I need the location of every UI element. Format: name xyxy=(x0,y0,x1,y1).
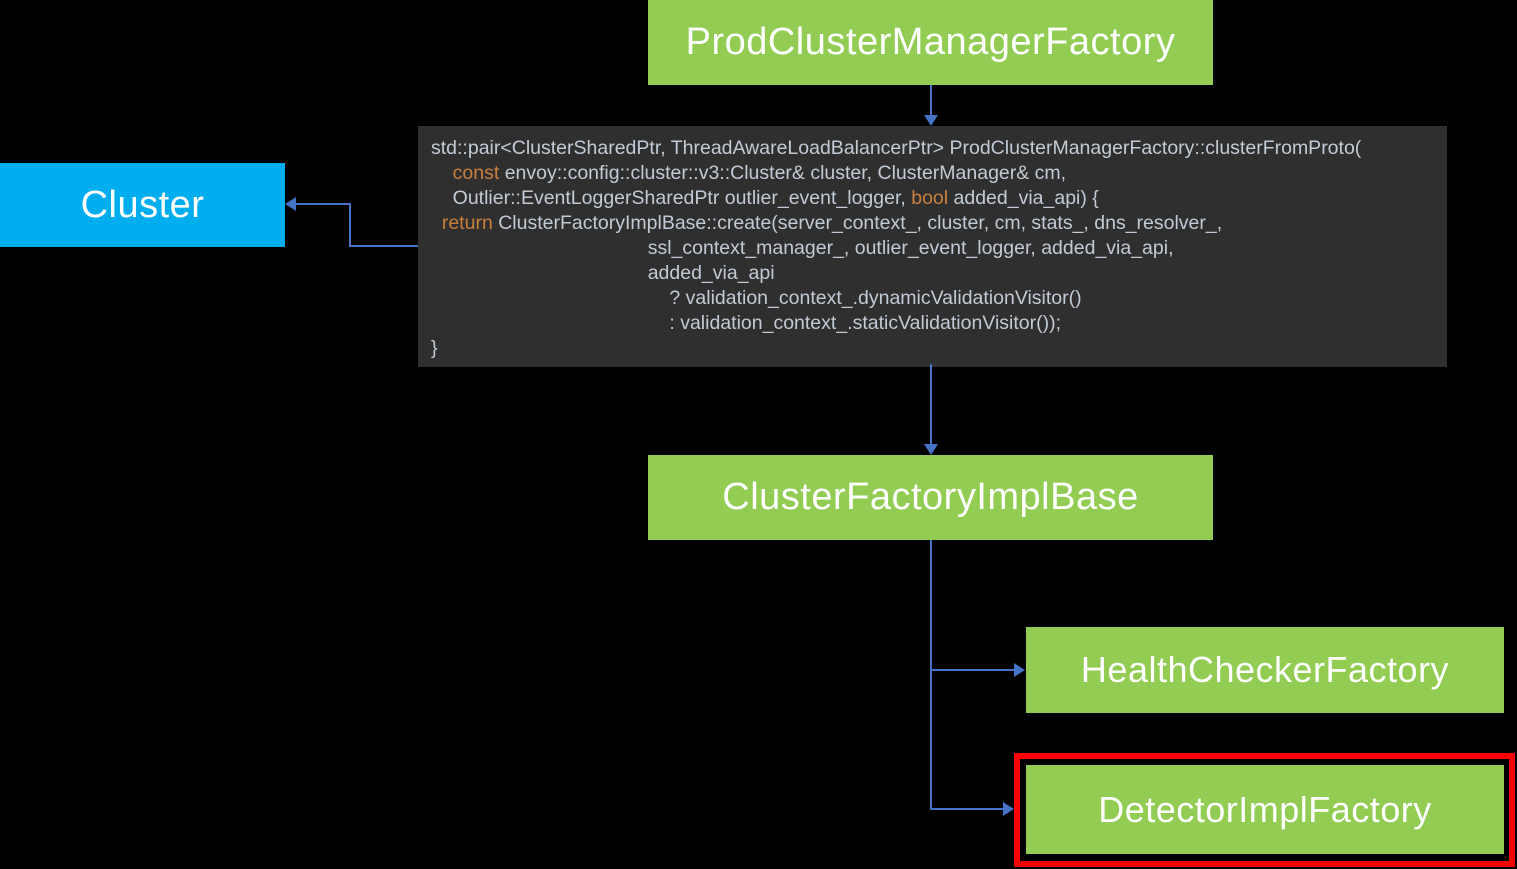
arrow-implbase-to-health-line xyxy=(930,669,1014,671)
code-text: envoy::config::cluster::v3::Cluster& clu… xyxy=(499,162,1067,184)
code-text: Outlier::EventLoggerSharedPtr outlier_ev… xyxy=(431,187,912,209)
node-label: HealthCheckerFactory xyxy=(1080,649,1450,690)
node-label: Cluster xyxy=(80,183,205,226)
code-text: std::pair<ClusterSharedPtr, ThreadAwareL… xyxy=(431,137,1362,159)
node-prod-cluster-manager-factory: ProdClusterManagerFactory xyxy=(648,0,1213,85)
arrow-code-to-cluster-line-h2 xyxy=(349,245,418,247)
code-text: : validation_context_.staticValidationVi… xyxy=(431,312,1062,334)
node-health-checker-factory: HealthCheckerFactory xyxy=(1026,627,1504,713)
red-highlight-border xyxy=(1014,753,1515,867)
code-keyword: bool xyxy=(911,187,949,209)
node-label: ProdClusterManagerFactory xyxy=(685,21,1176,63)
code-text: ssl_context_manager_, outlier_event_logg… xyxy=(431,237,1174,259)
code-text: ClusterFactoryImplBase::create(server_co… xyxy=(492,212,1223,234)
arrowhead-left-icon xyxy=(285,197,296,211)
code-line: ? validation_context_.dynamicValidationV… xyxy=(431,286,1447,311)
node-detector-impl-factory: DetectorImplFactory xyxy=(1026,765,1504,854)
code-line: ssl_context_manager_, outlier_event_logg… xyxy=(431,236,1447,261)
code-line: added_via_api xyxy=(431,261,1447,286)
code-line: return ClusterFactoryImplBase::create(se… xyxy=(431,211,1447,236)
arrowhead-down-icon xyxy=(924,115,938,126)
code-line: } xyxy=(431,336,1447,361)
arrow-code-to-cluster-line-h1 xyxy=(295,203,351,205)
code-line: : validation_context_.staticValidationVi… xyxy=(431,311,1447,336)
node-label: DetectorImplFactory xyxy=(1098,788,1432,830)
code-block: std::pair<ClusterSharedPtr, ThreadAwareL… xyxy=(418,126,1447,367)
node-cluster: Cluster xyxy=(0,163,285,247)
arrow-prod-to-code-line xyxy=(930,85,932,116)
arrow-code-to-implbase-line xyxy=(930,364,932,444)
arrowhead-right-icon xyxy=(1003,802,1014,816)
code-text xyxy=(431,162,453,184)
arrow-code-to-cluster-line-v xyxy=(349,203,351,247)
code-keyword: const xyxy=(452,162,500,184)
arrowhead-down-icon xyxy=(924,444,938,455)
code-text: ? validation_context_.dynamicValidationV… xyxy=(431,287,1082,309)
code-text: } xyxy=(431,337,438,359)
node-label: ClusterFactoryImplBase xyxy=(722,476,1139,518)
code-text xyxy=(431,212,442,234)
arrow-implbase-to-detector-line xyxy=(930,808,1003,810)
code-keyword: return xyxy=(441,212,493,234)
code-text: added_via_api) { xyxy=(948,187,1099,209)
code-line: Outlier::EventLoggerSharedPtr outlier_ev… xyxy=(431,186,1447,211)
arrow-implbase-trunk-line xyxy=(930,540,932,810)
node-cluster-factory-impl-base: ClusterFactoryImplBase xyxy=(648,455,1213,540)
code-text: added_via_api xyxy=(431,262,775,284)
arrowhead-right-icon xyxy=(1014,663,1025,677)
code-line: const envoy::config::cluster::v3::Cluste… xyxy=(431,161,1447,186)
code-line: std::pair<ClusterSharedPtr, ThreadAwareL… xyxy=(431,136,1447,161)
